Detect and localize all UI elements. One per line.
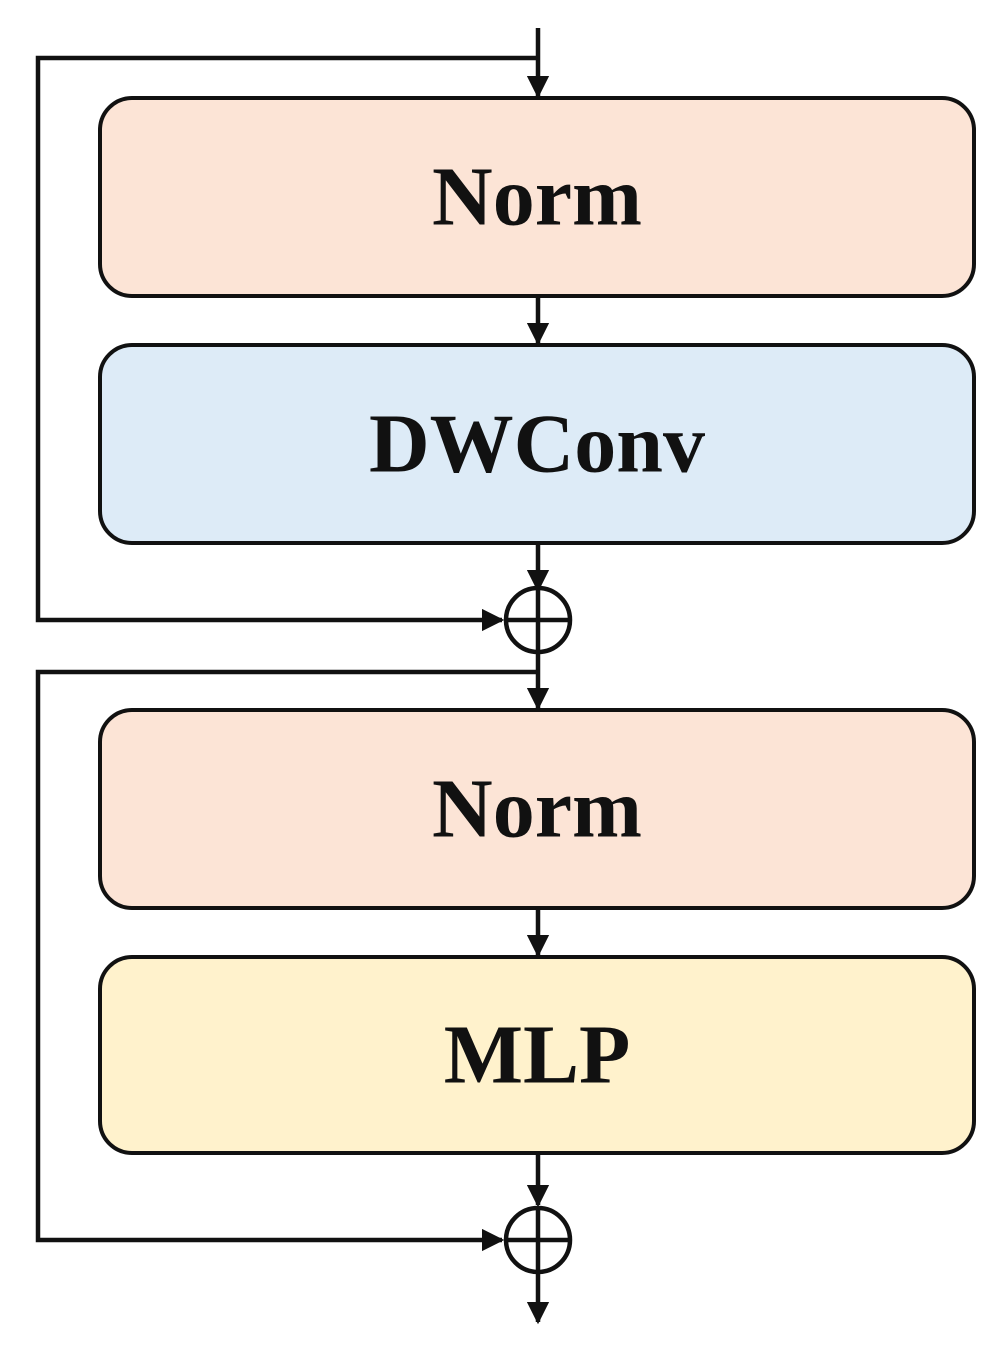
- norm-block-1-label: Norm: [432, 150, 642, 243]
- norm-block-2-label: Norm: [432, 762, 642, 855]
- add-node-2: [503, 1205, 573, 1275]
- add-node-1: [503, 585, 573, 655]
- norm-block-2: Norm: [98, 708, 976, 910]
- dwconv-block-label: DWConv: [369, 397, 705, 490]
- norm-block-1: Norm: [98, 96, 976, 298]
- mlp-block: MLP: [98, 955, 976, 1155]
- residual-connection-2: [35, 669, 538, 1252]
- residual-connection-1: [35, 55, 538, 632]
- dwconv-block: DWConv: [98, 343, 976, 545]
- mlp-block-label: MLP: [444, 1008, 631, 1101]
